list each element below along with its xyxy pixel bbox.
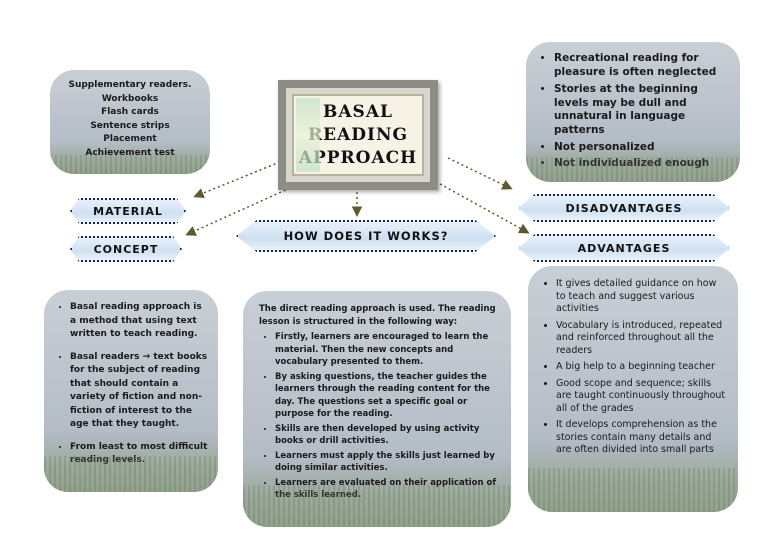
label-concept-text: CONCEPT	[93, 242, 159, 256]
material-item: Workbooks	[101, 93, 159, 104]
advantage-item: It develops comprehension as the stories…	[556, 419, 728, 457]
title-line-1: BASAL	[323, 101, 393, 122]
label-disadvantages-text: DISADVANTAGES	[565, 201, 683, 215]
material-item: Supplementary readers.	[68, 80, 192, 90]
how-step: Learners are evaluated on their applicat…	[275, 477, 499, 502]
advantage-item: Vocabulary is introduced, repeated and r…	[556, 320, 728, 358]
advantage-item: A big help to a beginning teacher	[556, 361, 728, 374]
disadvantages-list: Recreational reading for pleasure is oft…	[538, 52, 730, 170]
material-item: Flash cards	[101, 107, 159, 117]
disadvantage-item: Stories at the beginning levels may be d…	[554, 83, 730, 137]
material-item: Achievement test	[85, 147, 175, 158]
advantages-box: It gives detailed guidance on how to tea…	[528, 266, 738, 512]
disadvantage-item: Not individualized enough	[554, 157, 730, 171]
title-line-3: APPROACH	[298, 147, 418, 168]
title-line-2: READING	[307, 124, 409, 145]
how-step: Firstly, learners are encouraged to lear…	[275, 331, 499, 369]
label-disadvantages: DISADVANTAGES	[518, 194, 730, 222]
title-panel: BASAL READING APPROACH	[292, 94, 424, 176]
material-item: Sentence strips	[90, 120, 170, 131]
advantage-item: Good scope and sequence; skills are taug…	[556, 378, 728, 416]
advantages-list: It gives detailed guidance on how to tea…	[540, 278, 728, 457]
arrow-to-disadvantages	[447, 157, 513, 190]
arrow-to-material	[193, 161, 281, 199]
how-intro: The direct reading approach is used. The…	[259, 304, 496, 327]
how-steps-list: Firstly, learners are encouraged to lear…	[259, 331, 499, 502]
material-item: Placement	[103, 134, 157, 144]
label-how: HOW DOES IT WORKS?	[236, 220, 496, 252]
material-box: Supplementary readers. Workbooks Flash c…	[50, 70, 210, 174]
disadvantage-item: Recreational reading for pleasure is oft…	[554, 52, 730, 79]
concept-item: Basal reading approach is a method that …	[70, 301, 208, 342]
label-concept: CONCEPT	[70, 236, 182, 262]
how-it-works-box: The direct reading approach is used. The…	[243, 291, 511, 527]
label-how-text: HOW DOES IT WORKS?	[283, 229, 449, 243]
title-frame: BASAL READING APPROACH	[278, 80, 438, 190]
material-list: Supplementary readers. Workbooks Flash c…	[56, 79, 204, 160]
how-step: Skills are then developed by using activ…	[275, 423, 499, 448]
vine-decoration	[296, 98, 320, 172]
concept-list: Basal reading approach is a method that …	[54, 301, 208, 468]
label-advantages: ADVANTAGES	[518, 234, 730, 262]
disadvantages-box: Recreational reading for pleasure is oft…	[526, 42, 740, 182]
arrow-to-advantages	[439, 183, 530, 234]
how-step: Learners must apply the skills just lear…	[275, 450, 499, 475]
disadvantage-item: Not personalized	[554, 141, 730, 155]
label-material: MATERIAL	[70, 198, 186, 224]
label-advantages-text: ADVANTAGES	[577, 241, 671, 255]
concept-item: From least to most difficult reading lev…	[70, 441, 208, 468]
label-material-text: MATERIAL	[93, 204, 163, 218]
how-step: By asking questions, the teacher guides …	[275, 371, 499, 421]
concept-box: Basal reading approach is a method that …	[44, 290, 218, 492]
advantage-item: It gives detailed guidance on how to tea…	[556, 278, 728, 316]
arrow-to-concept	[185, 187, 291, 236]
concept-item: Basal readers → text books for the subje…	[70, 351, 208, 432]
